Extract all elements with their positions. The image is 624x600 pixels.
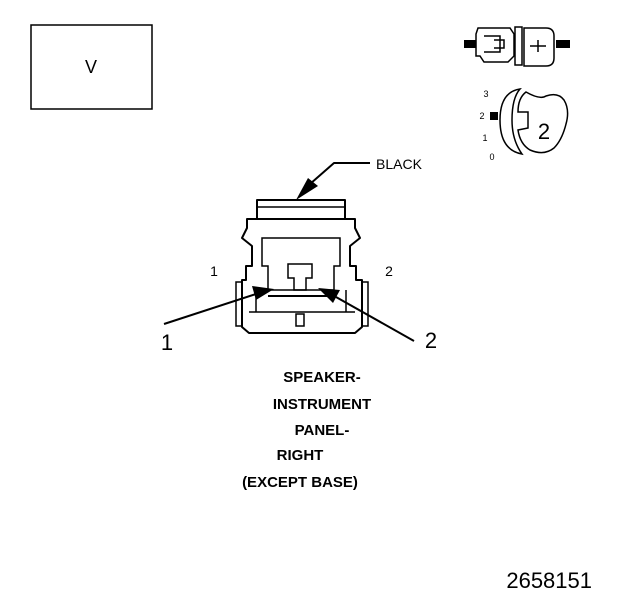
connector-name-line-1: SPEAKER- xyxy=(283,369,361,386)
position-marker xyxy=(490,112,498,120)
position-scale-3: 3 xyxy=(483,89,488,99)
cavity-label-2: 2 xyxy=(385,263,393,279)
cavity-label-1: 1 xyxy=(210,263,218,279)
wire-color-leader xyxy=(309,162,370,185)
figure-number: 2658151 xyxy=(506,568,592,593)
view-box xyxy=(30,24,153,110)
connector-name-line-3: PANEL- xyxy=(295,422,350,439)
callout-arrowhead-2 xyxy=(318,288,340,303)
position-indicator: 2 xyxy=(538,119,550,144)
callout-arrowhead-1 xyxy=(252,286,274,300)
callout-label-2: 2 xyxy=(425,328,437,353)
callout-arrow-1 xyxy=(163,293,257,325)
connector-name-line-4: RIGHT xyxy=(277,447,324,464)
connector-name-line-5: (EXCEPT BASE) xyxy=(242,474,358,491)
wire-color-label: BLACK xyxy=(376,156,423,172)
callout-label-1: 1 xyxy=(161,330,173,355)
wire-color-arrowhead xyxy=(296,178,318,200)
position-scale-2: 2 xyxy=(479,111,484,121)
connector-name-line-2: INSTRUMENT xyxy=(273,396,371,413)
callout-arrow-2 xyxy=(335,296,415,342)
view-box-label: V xyxy=(85,57,97,77)
connector-side-view-icon xyxy=(464,26,570,67)
connector-face-view xyxy=(235,199,369,334)
position-scale-1: 1 xyxy=(482,133,487,143)
position-scale-0: 0 xyxy=(489,152,494,162)
connector-position-icon: 3 2 1 0 2 xyxy=(479,87,569,162)
